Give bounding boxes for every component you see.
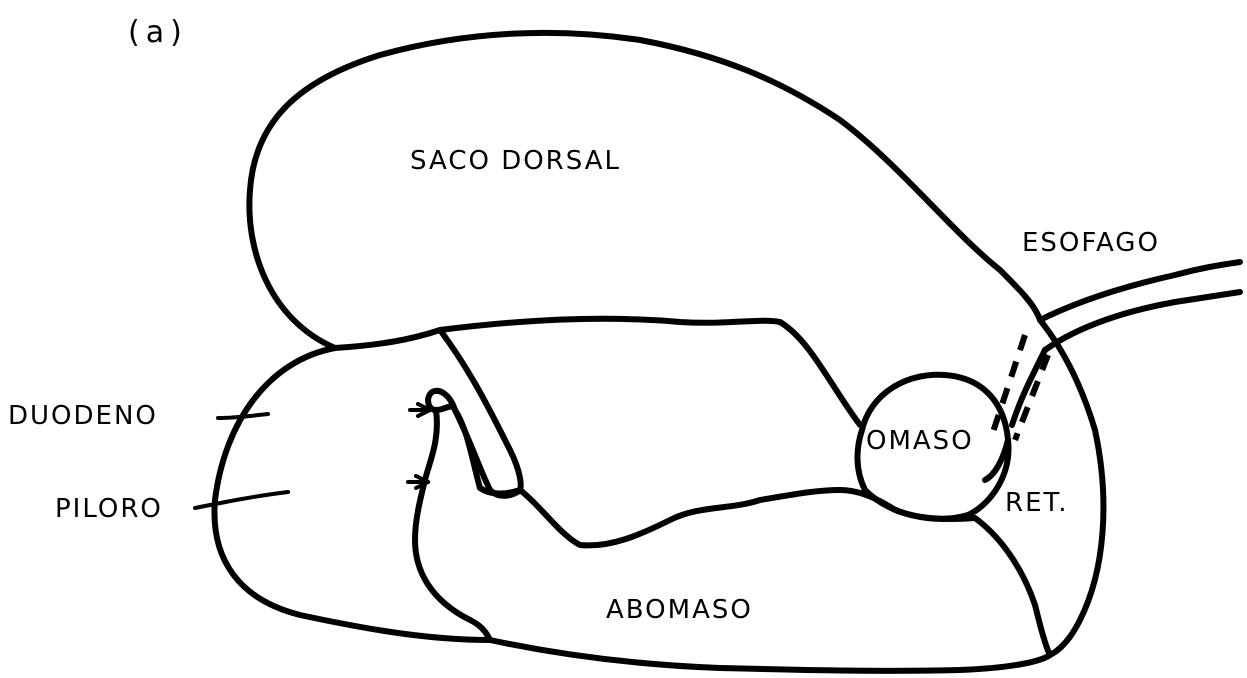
panel-label: (a) — [128, 18, 188, 48]
piloro-leader — [195, 492, 288, 508]
duodeno-tube — [415, 410, 490, 640]
saco-dorsal-label: SACO DORSAL — [410, 148, 621, 174]
esofago-label: ESOFAGO — [1022, 230, 1160, 256]
abomaso-label: ABOMASO — [606, 597, 753, 623]
abomaso-upper-border — [520, 490, 975, 545]
saco-dorsal-outline — [249, 33, 1040, 348]
duodeno-loop — [428, 391, 455, 410]
abomaso-ret-divider — [975, 518, 1050, 655]
esofago-lower-tube — [1045, 292, 1240, 350]
ret-label: RET. — [1005, 490, 1069, 516]
omaso-label: OMASO — [866, 428, 974, 454]
esofago-inner-link — [1012, 350, 1045, 425]
piloro-label: PILORO — [55, 496, 163, 522]
duodeno-label: DUODENO — [8, 403, 158, 429]
esophageal-groove-dash-1 — [993, 335, 1025, 432]
